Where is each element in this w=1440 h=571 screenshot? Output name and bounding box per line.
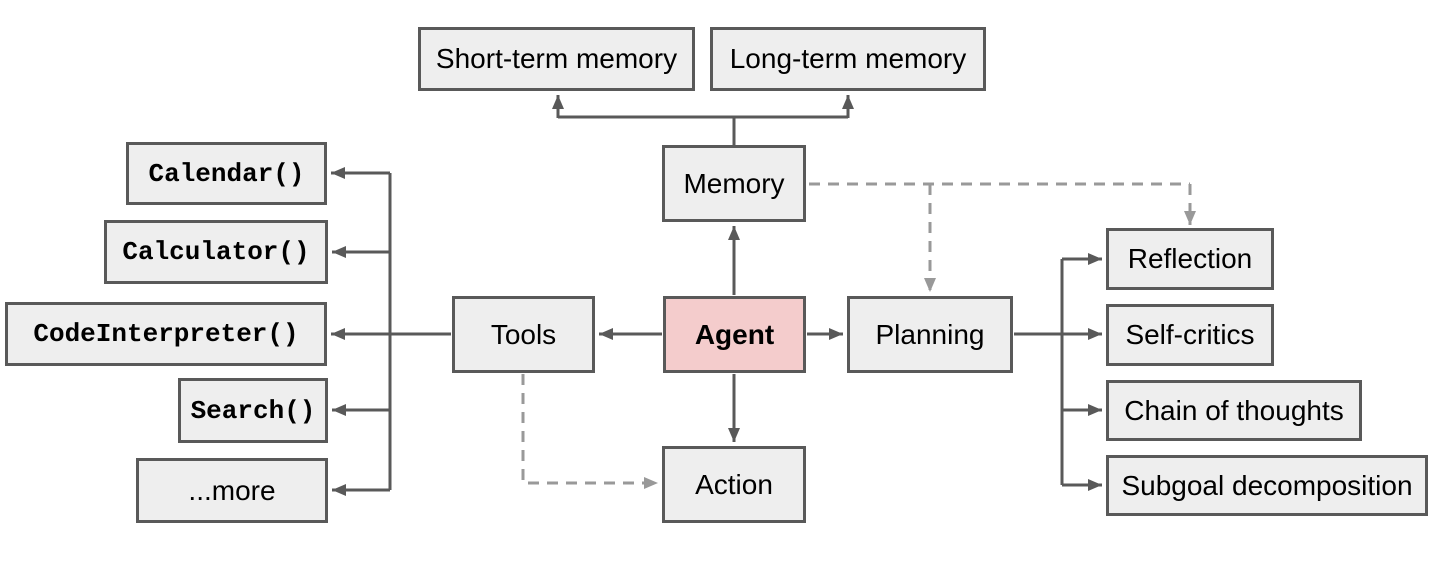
node-code-interpreter: CodeInterpreter() <box>5 302 327 366</box>
node-search: Search() <box>178 378 328 443</box>
node-agent: Agent <box>663 296 806 373</box>
node-tools: Tools <box>452 296 595 373</box>
node-short-term-memory: Short-term memory <box>418 27 695 91</box>
node-calendar: Calendar() <box>126 142 327 205</box>
node-chain-of-thoughts: Chain of thoughts <box>1106 380 1362 441</box>
dashed-edge-tools-action <box>521 374 658 489</box>
node-subgoal-decomposition: Subgoal decomposition <box>1106 455 1428 516</box>
node-planning: Planning <box>847 296 1013 373</box>
node-long-term-memory: Long-term memory <box>710 27 986 91</box>
node-self-critics: Self-critics <box>1106 304 1274 366</box>
node-memory: Memory <box>662 145 806 222</box>
edge-memory-top-split <box>558 115 848 146</box>
node-reflection: Reflection <box>1106 228 1274 290</box>
node-calculator: Calculator() <box>104 220 328 284</box>
node-action: Action <box>662 446 806 523</box>
node-more: ...more <box>136 458 328 523</box>
